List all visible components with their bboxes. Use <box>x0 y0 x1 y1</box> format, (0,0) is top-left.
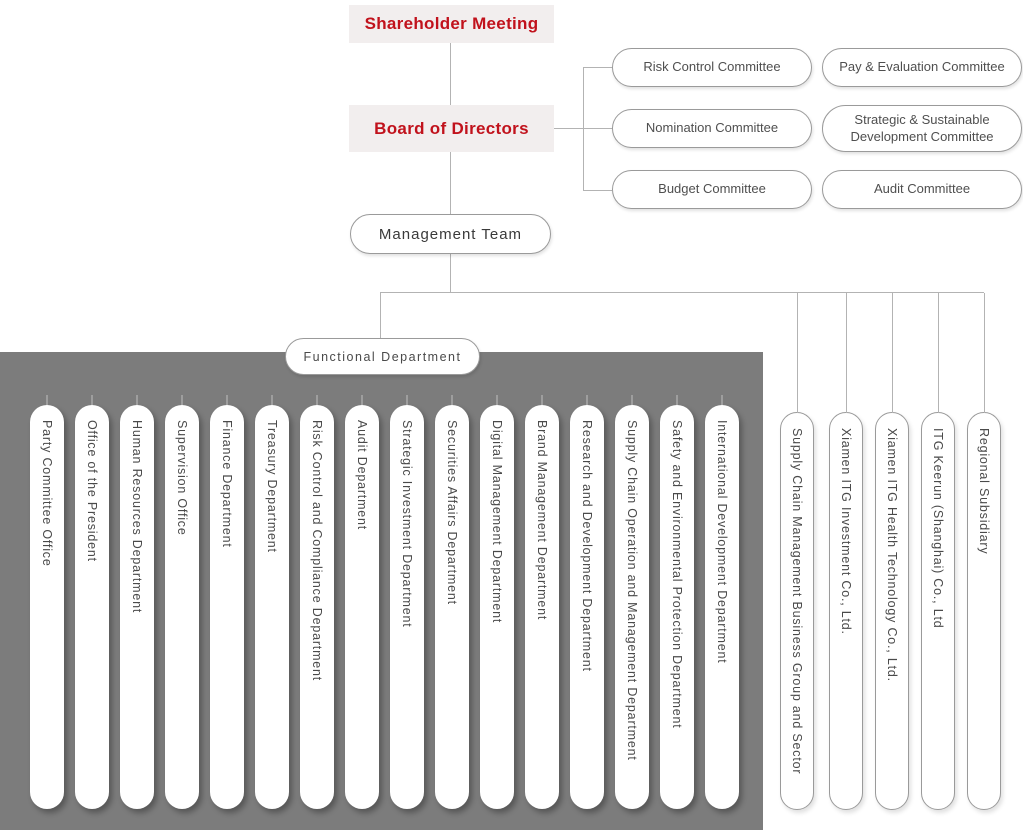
connector-shareholder-board <box>450 43 451 105</box>
department-pill: Human Resources Department <box>120 395 154 809</box>
department-label: Audit Department <box>355 420 369 531</box>
committee-box-nomination: Nomination Committee <box>612 109 812 148</box>
department-label: Safety and Environmental Protection Depa… <box>670 420 684 729</box>
connector-main-rail <box>380 292 984 293</box>
committee-label: Risk Control Committee <box>643 59 781 75</box>
subsidiary-label: Supply Chain Management Business Group a… <box>790 428 804 775</box>
department-pill: Research and Development Department <box>570 395 604 809</box>
committee-box-budget: Budget Committee <box>612 170 812 209</box>
connector-committee-spine <box>583 67 584 191</box>
department-pill: Digital Management Department <box>480 395 514 809</box>
subsidiary-pill: Xiamen ITG Investment Co., Ltd. <box>829 293 863 810</box>
department-label: Digital Management Department <box>490 420 504 624</box>
subsidiary-pill: Xiamen ITG Health Technology Co., Ltd. <box>875 293 909 810</box>
committee-box-pay-evaluation: Pay & Evaluation Committee <box>822 48 1022 87</box>
shareholder-meeting-box: Shareholder Meeting <box>349 5 554 43</box>
department-pill: Party Committee Office <box>30 395 64 809</box>
department-pill: Office of the President <box>75 395 109 809</box>
subsidiary-label: Regional Subsidiary <box>977 428 991 555</box>
committee-label: Audit Committee <box>873 181 971 197</box>
department-label: Treasury Department <box>265 420 279 553</box>
subsidiary-label: Xiamen ITG Investment Co., Ltd. <box>839 428 853 635</box>
department-pill: Risk Control and Compliance Department <box>300 395 334 809</box>
subsidiary-pill: Supply Chain Management Business Group a… <box>780 293 814 810</box>
department-pill: Treasury Department <box>255 395 289 809</box>
shareholder-meeting-label: Shareholder Meeting <box>364 14 539 33</box>
department-pill: Supply Chain Operation and Management De… <box>615 395 649 809</box>
connector-rail-functional <box>380 292 381 338</box>
subsidiary-pill: ITG Keerun (Shanghai) Co., Ltd <box>921 293 955 810</box>
functional-department-box: Functional Department <box>285 338 480 375</box>
department-label: Party Committee Office <box>40 420 54 567</box>
connector-committee-row1 <box>583 67 612 68</box>
department-label: Research and Development Department <box>580 420 594 672</box>
department-label: Human Resources Department <box>130 420 144 614</box>
board-of-directors-label: Board of Directors <box>374 118 529 138</box>
subsidiary-pill: Regional Subsidiary <box>967 293 1001 810</box>
department-pill: Strategic Investment Department <box>390 395 424 809</box>
department-pill: Brand Management Department <box>525 395 559 809</box>
management-team-label: Management Team <box>378 225 523 243</box>
department-pill: Finance Department <box>210 395 244 809</box>
subsidiary-label: ITG Keerun (Shanghai) Co., Ltd <box>931 428 945 629</box>
department-label: Supervision Office <box>175 420 189 536</box>
department-label: Supply Chain Operation and Management De… <box>625 420 639 761</box>
committee-label: Strategic & Sustainable Development Comm… <box>850 112 994 144</box>
committee-box-risk-control: Risk Control Committee <box>612 48 812 87</box>
department-pill: Audit Department <box>345 395 379 809</box>
connector-management-rail <box>450 254 451 292</box>
connector-committee-row3 <box>583 190 612 191</box>
department-label: International Development Department <box>715 420 729 664</box>
department-pill: Safety and Environmental Protection Depa… <box>660 395 694 809</box>
department-label: Risk Control and Compliance Department <box>310 420 324 682</box>
subsidiary-label: Xiamen ITG Health Technology Co., Ltd. <box>885 428 899 682</box>
department-label: Finance Department <box>220 420 234 548</box>
management-team-box: Management Team <box>350 214 551 254</box>
department-label: Brand Management Department <box>535 420 549 621</box>
committee-label: Nomination Committee <box>645 120 779 136</box>
committee-label: Pay & Evaluation Committee <box>839 59 1005 75</box>
department-label: Office of the President <box>85 420 99 562</box>
department-pill: Supervision Office <box>165 395 199 809</box>
committee-box-strategic-sustainable: Strategic & Sustainable Development Comm… <box>822 105 1022 152</box>
committee-box-audit: Audit Committee <box>822 170 1022 209</box>
department-label: Securities Affairs Department <box>445 420 459 605</box>
department-label: Strategic Investment Department <box>400 420 414 628</box>
department-pill: International Development Department <box>705 395 739 809</box>
connector-board-management <box>450 152 451 214</box>
board-of-directors-box: Board of Directors <box>349 105 554 152</box>
functional-department-label: Functional Department <box>303 349 462 364</box>
department-pill: Securities Affairs Department <box>435 395 469 809</box>
committee-label: Budget Committee <box>658 181 766 197</box>
